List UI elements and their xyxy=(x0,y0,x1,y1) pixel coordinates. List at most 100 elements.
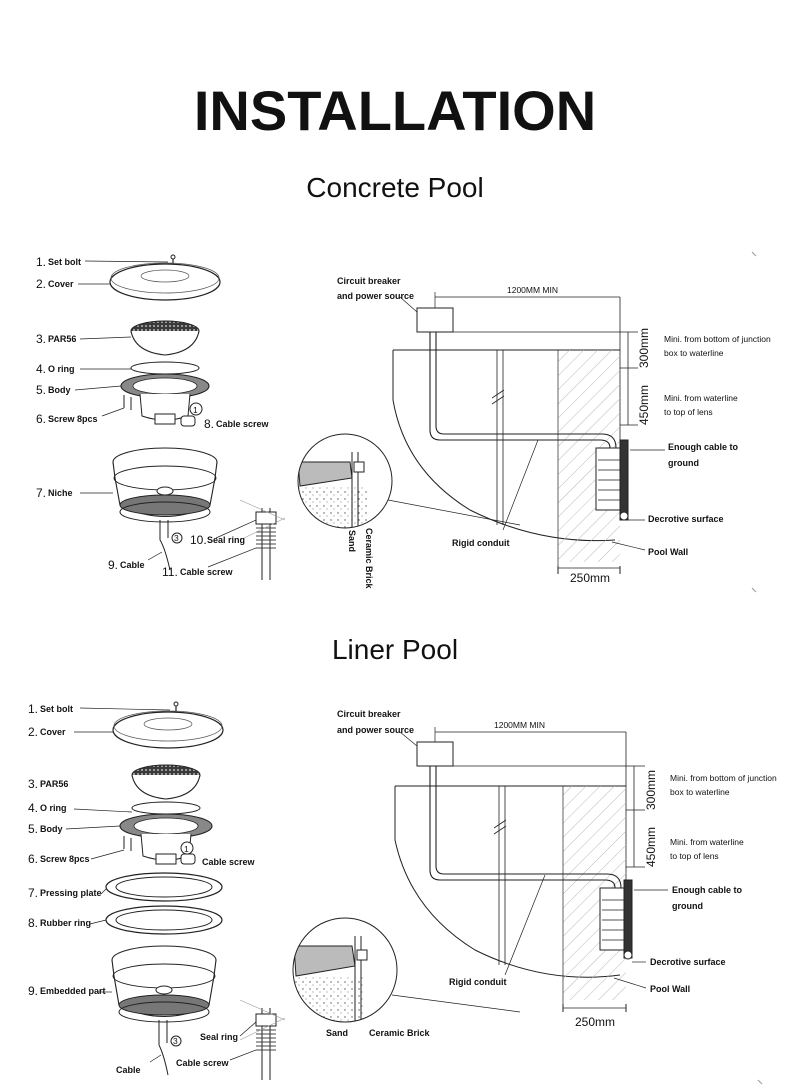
liner-conduit-label: Rigid conduit xyxy=(449,977,507,987)
concrete-part-6-label: Screw 8pcs xyxy=(48,414,98,424)
callout-1: 1 xyxy=(193,405,198,415)
concrete-part-3-label: PAR56 xyxy=(48,334,76,344)
concrete-note-lens-1: Mini. from waterline xyxy=(664,393,738,403)
cable-screw-part: 1 xyxy=(180,841,196,865)
liner-part-3-num: 3. xyxy=(28,777,38,791)
seal-ring-assembly xyxy=(229,999,286,1080)
liner-sand-label: Sand xyxy=(326,1028,348,1038)
liner-seal-ring-label: Seal ring xyxy=(200,1032,238,1042)
niche-part: 3 xyxy=(80,447,218,571)
concrete-part-2-num: 2. xyxy=(36,277,46,291)
body-part xyxy=(74,373,210,425)
corner-mark xyxy=(757,1079,763,1085)
concrete-dim-300: 300mm xyxy=(637,328,651,368)
concrete-part-11-num: 11. xyxy=(162,565,178,579)
concrete-pool-title: Concrete Pool xyxy=(306,172,484,203)
liner-part-8-num: 8. xyxy=(28,916,38,930)
concrete-part-1-label: Set bolt xyxy=(48,257,81,267)
concrete-part-5-label: Body xyxy=(48,385,71,395)
cover-part xyxy=(78,262,221,301)
concrete-part-8-num: 8. xyxy=(204,417,214,431)
callout-3: 3 xyxy=(174,533,179,543)
liner-part-7-label: Pressing plate xyxy=(40,888,102,898)
concrete-note-top-1: Mini. from bottom of junction xyxy=(664,334,771,344)
concrete-part-1-num: 1. xyxy=(36,255,46,269)
liner-cable-screw-label: Cable screw xyxy=(202,857,256,867)
liner-part-9-label: Embedded part xyxy=(40,986,106,996)
concrete-cable-note-1: Enough cable to xyxy=(668,442,739,452)
concrete-part-2-label: Cover xyxy=(48,279,74,289)
liner-part-3-label: PAR56 xyxy=(40,779,68,789)
concrete-brick-label: Ceramic Brick xyxy=(364,528,374,590)
liner-cable-note-2: ground xyxy=(672,901,703,911)
concrete-part-7-num: 7. xyxy=(36,486,46,500)
liner-dim-300: 300mm xyxy=(644,770,658,810)
liner-part-2-num: 2. xyxy=(28,725,38,739)
liner-part-7-num: 7. xyxy=(28,886,38,900)
liner-part-4-label: O ring xyxy=(40,803,67,813)
concrete-part-9-num: 9. xyxy=(108,558,118,572)
liner-note-lens-1: Mini. from waterline xyxy=(670,837,744,847)
liner-part-6-num: 6. xyxy=(28,852,38,866)
concrete-conduit-label: Rigid conduit xyxy=(452,538,510,548)
concrete-section-view: Circuit breaker and power source 1200MM … xyxy=(297,276,771,590)
concrete-note-top-2: box to waterline xyxy=(664,348,724,358)
liner-power-label: and power source xyxy=(337,725,414,735)
o-ring-part xyxy=(73,801,201,815)
light-fixture xyxy=(595,447,623,511)
page-title: INSTALLATION xyxy=(193,79,597,142)
concrete-part-3-num: 3. xyxy=(36,332,46,346)
liner-distance-label: 1200MM MIN xyxy=(494,720,545,730)
liner-part-5-label: Body xyxy=(40,824,63,834)
seal-ring-assembly xyxy=(207,499,286,580)
liner-surface-label: Decrotive surface xyxy=(650,957,726,967)
concrete-surface-label: Decrotive surface xyxy=(648,514,724,524)
concrete-wall-label: Pool Wall xyxy=(648,547,688,557)
liner-note-lens-2: to top of lens xyxy=(670,851,719,861)
liner-callout-3: 3 xyxy=(173,1036,178,1046)
concrete-part-8-label: Cable screw xyxy=(216,419,270,429)
liner-wall-width: 250mm xyxy=(575,1015,615,1029)
liner-part-5-num: 5. xyxy=(28,822,38,836)
concrete-cable-note-2: ground xyxy=(668,458,699,468)
junction-box xyxy=(416,307,454,333)
concrete-part-4-label: O ring xyxy=(48,364,75,374)
rubber-ring-part xyxy=(89,905,223,935)
embedded-part: 3 xyxy=(98,945,217,1076)
concrete-breaker-label: Circuit breaker xyxy=(337,276,401,286)
liner-callout-1: 1 xyxy=(184,844,189,854)
concrete-sand-label: Sand xyxy=(347,530,357,552)
corner-mark xyxy=(751,251,757,257)
concrete-dim-450: 450mm xyxy=(637,385,651,425)
concrete-part-9-label: Cable xyxy=(120,560,145,570)
liner-part-1-label: Set bolt xyxy=(40,704,73,714)
par56-part xyxy=(79,320,200,356)
liner-dim-450: 450mm xyxy=(644,827,658,867)
concrete-power-label: and power source xyxy=(337,291,414,301)
junction-box xyxy=(416,741,454,767)
concrete-part-4-num: 4. xyxy=(36,362,46,376)
liner-part-8-label: Rubber ring xyxy=(40,918,91,928)
cover-part xyxy=(74,710,224,749)
liner-wall-label: Pool Wall xyxy=(650,984,690,994)
pressing-plate-part xyxy=(100,872,223,902)
concrete-exploded-view: 1 3 1. xyxy=(36,254,286,580)
concrete-distance-label: 1200MM MIN xyxy=(507,285,558,295)
concrete-part-5-num: 5. xyxy=(36,383,46,397)
liner-cable-note-1: Enough cable to xyxy=(672,885,743,895)
concrete-part-10-num: 10. xyxy=(190,533,207,547)
concrete-part-11-label: Cable screw xyxy=(180,567,234,577)
concrete-part-10-label: Seal ring xyxy=(207,535,245,545)
concrete-part-7-label: Niche xyxy=(48,488,73,498)
liner-part-9-num: 9. xyxy=(28,984,38,998)
liner-part-2-label: Cover xyxy=(40,727,66,737)
liner-note-top-1: Mini. from bottom of junction xyxy=(670,773,777,783)
liner-part-4-num: 4. xyxy=(28,801,38,815)
o-ring-part xyxy=(80,361,200,375)
liner-part-1-num: 1. xyxy=(28,702,38,716)
liner-part-6-label: Screw 8pcs xyxy=(40,854,90,864)
liner-breaker-label: Circuit breaker xyxy=(337,709,401,719)
cable-screw-part: 1 xyxy=(180,402,203,427)
corner-mark xyxy=(751,587,757,593)
